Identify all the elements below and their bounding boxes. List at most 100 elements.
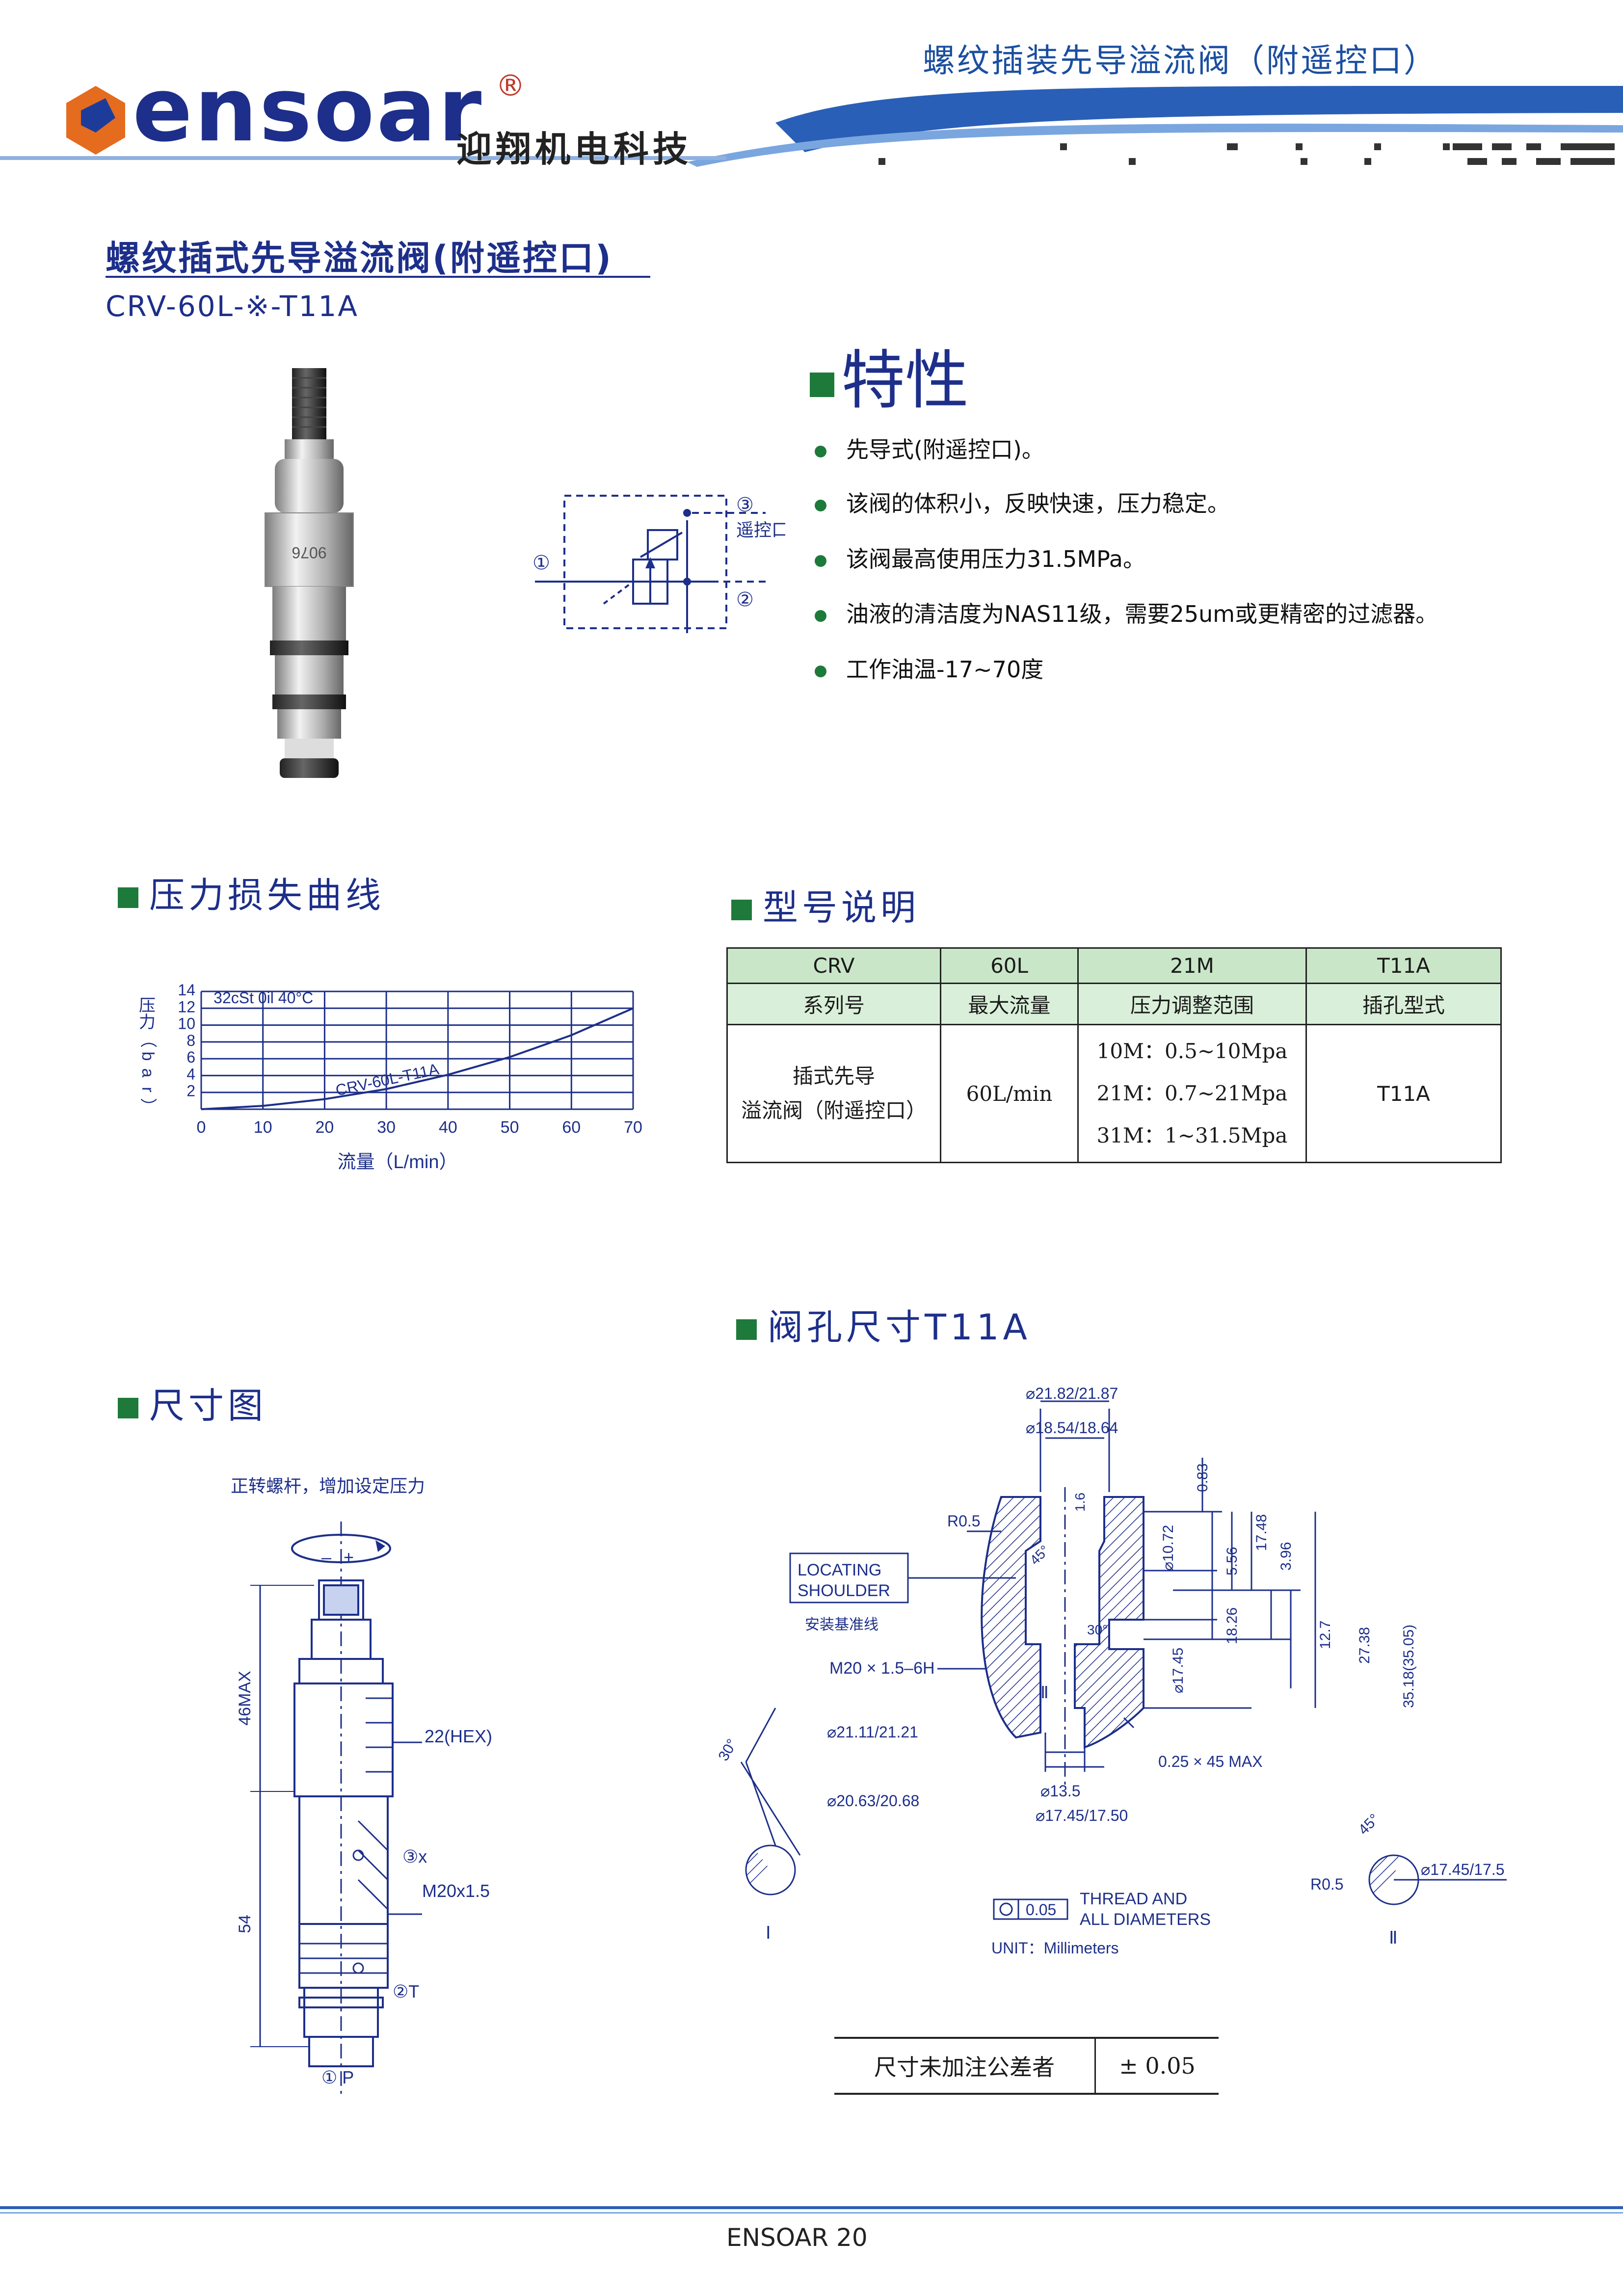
logo-registered-mark: ® — [496, 69, 525, 103]
cavity-chamfer: 0.25 × 45 MAX — [1158, 1753, 1263, 1770]
cavity-v1745b: ⌀17.45 — [1170, 1648, 1186, 1693]
chart-x-tick-label: 20 — [316, 1118, 334, 1137]
cavity-v1748: 17.48 — [1253, 1514, 1270, 1551]
features-heading: 特性 — [810, 329, 969, 421]
model-cavity-cell: T11A — [1305, 1024, 1502, 1163]
concentricity-icon — [999, 1902, 1013, 1916]
footer-text: ENSOAR 20 — [726, 2223, 868, 2252]
bullet-icon — [815, 555, 826, 567]
symbol-port-2: ② — [736, 589, 754, 611]
cavity-drawing: ⌀21.82/21.87 ⌀18.54/18.64 R0.5 LOCATING … — [715, 1385, 1507, 1957]
model-range-line: 31M：1~31.5Mpa — [1096, 1123, 1288, 1148]
model-range-line: 10M：0.5~10Mpa — [1096, 1039, 1288, 1063]
dims-port2: ②T — [393, 1981, 419, 2002]
chart-x-label: 流量（L/min） — [338, 1152, 458, 1173]
bullet-icon — [815, 610, 826, 622]
feature-item: 该阀最高使用压力31.5MPa。 — [815, 541, 1145, 574]
bullet-icon — [815, 665, 826, 677]
chart-y-tick-label: 8 — [186, 1032, 195, 1049]
chart-y-tick-label: 10 — [178, 1015, 195, 1033]
model-desc-line: 插式先导 — [792, 1064, 875, 1088]
cavity-v3518: 35.18(35.05) — [1401, 1625, 1417, 1708]
pressure-heading: 压力损失曲线 — [118, 866, 385, 918]
product-marking: 9076 — [292, 544, 326, 561]
cavity-v556: 5.56 — [1224, 1547, 1240, 1575]
tolerance-table: 尺寸未加注公差者 ± 0.05 — [834, 2037, 1219, 2095]
feature-item: 工作油温-17~70度 — [815, 652, 1043, 684]
cavity-d2: ⌀18.54/18.64 — [1026, 1419, 1118, 1437]
model-heading: 型号说明 — [731, 879, 920, 930]
feature-item: 油液的清洁度为NAS11级，需要25um或更精密的过滤器。 — [815, 596, 1438, 629]
dims-54: 54 — [236, 1915, 254, 1933]
cavity-locating-1: LOCATING — [798, 1561, 881, 1579]
svg-text:+: + — [344, 1547, 354, 1567]
model-subheader-cell: 插孔型式 — [1305, 983, 1502, 1025]
heading-square-icon — [118, 887, 138, 908]
chart-y-label-char: ） — [138, 1098, 157, 1115]
logo-chinese: 迎翔机电科技 — [456, 129, 692, 170]
chart-y-tick-label: 6 — [186, 1048, 195, 1066]
chart-y-label-char: b — [138, 1052, 157, 1061]
model-header-cell: 60L — [940, 947, 1079, 984]
chart-y-label-char: 压 — [139, 996, 156, 1015]
chart-x-tick-label: 70 — [624, 1118, 642, 1137]
cavity-roman1: Ⅰ — [766, 1922, 771, 1943]
model-flow-cell: 60L/min — [940, 1024, 1079, 1163]
cavity-v1072: ⌀10.72 — [1160, 1525, 1176, 1571]
hydraulic-symbol: ① ③ 遥控口 ② — [532, 494, 785, 633]
cavity-locating-2: SHOULDER — [798, 1581, 890, 1600]
footer-line-thin — [0, 2212, 1623, 2214]
feature-item: 该阀的体积小，反映快速，压力稳定。 — [815, 486, 1230, 518]
cavity-d1: ⌀21.82/21.87 — [1026, 1385, 1118, 1402]
chart-series-label: CRV-60L-T11A — [334, 1060, 441, 1099]
symbol-port-1: ① — [532, 552, 550, 574]
model-range-cell: 10M：0.5~10Mpa 21M：0.7~21Mpa 31M：1~31.5Mp… — [1077, 1024, 1307, 1163]
chart-y-label: 压力（bar） — [138, 996, 157, 1115]
cavity-d17455: ⌀17.45/17.5 — [1421, 1861, 1505, 1878]
title-underline — [106, 276, 650, 278]
cavity-v396: 3.96 — [1278, 1542, 1294, 1571]
dims-46max: 46MAX — [236, 1671, 254, 1726]
heading-square-icon — [810, 373, 834, 398]
chart-y-label-char: a — [138, 1068, 157, 1078]
cavity-thread-note-1: THREAD AND — [1080, 1890, 1187, 1908]
dimension-drawing: 正转螺杆，增加设定压力 + – 46MAX 54 22(HEX) M20x1.5… — [231, 1476, 492, 2096]
cavity-v127: 12.7 — [1317, 1621, 1333, 1649]
cavity-r05: R0.5 — [947, 1512, 981, 1530]
cavity-d135: ⌀13.5 — [1040, 1782, 1081, 1800]
chart-y-tick-label: 2 — [186, 1082, 195, 1100]
chart-y-tick-label: 14 — [178, 981, 195, 999]
model-range-line: 21M：0.7~21Mpa — [1096, 1081, 1288, 1105]
cavity-d1745: ⌀17.45/17.50 — [1036, 1807, 1128, 1824]
header-banner — [0, 85, 1623, 167]
symbol-port-3: ③ — [736, 494, 754, 516]
chart-y-tick-label: 4 — [186, 1065, 195, 1083]
dims-port1: ① P — [321, 2067, 354, 2087]
chart-series-line — [201, 1007, 634, 1110]
chart-y-tick-label: 12 — [178, 998, 195, 1015]
model-header-cell: T11A — [1305, 947, 1502, 984]
cavity-a45b: 45° — [1356, 1811, 1383, 1838]
dims-port3: ③x — [402, 1846, 427, 1867]
cavity-a30b: 30° — [715, 1736, 740, 1764]
cavity-thread: M20 × 1.5–6H — [829, 1659, 935, 1678]
cavity-roman2: Ⅱ — [1389, 1927, 1398, 1948]
symbol-remote-label: 遥控口 — [736, 520, 785, 540]
model-subheader-cell: 系列号 — [726, 983, 941, 1025]
model-subheader-cell: 压力调整范围 — [1077, 983, 1307, 1025]
bullet-icon — [815, 445, 826, 457]
cavity-v1826: 18.26 — [1224, 1607, 1240, 1644]
cavity-thread-note-2: ALL DIAMETERS — [1080, 1910, 1211, 1929]
dims-thread: M20x1.5 — [422, 1881, 490, 1901]
cavity-r05b: R0.5 — [1310, 1875, 1344, 1893]
cavity-v16: 1.6 — [1072, 1493, 1088, 1512]
chart-x-tick-label: 60 — [562, 1118, 581, 1137]
logo-text: ensoar — [133, 59, 484, 161]
chart-x-tick-label: 40 — [439, 1118, 457, 1137]
cavity-d2111: ⌀21.11/21.21 — [827, 1723, 918, 1741]
feature-item: 先导式(附遥控口)。 — [815, 432, 1044, 464]
heading-square-icon — [118, 1398, 138, 1419]
cavity-d2063: ⌀20.63/20.68 — [827, 1792, 919, 1810]
model-header-cell: 21M — [1077, 947, 1307, 984]
